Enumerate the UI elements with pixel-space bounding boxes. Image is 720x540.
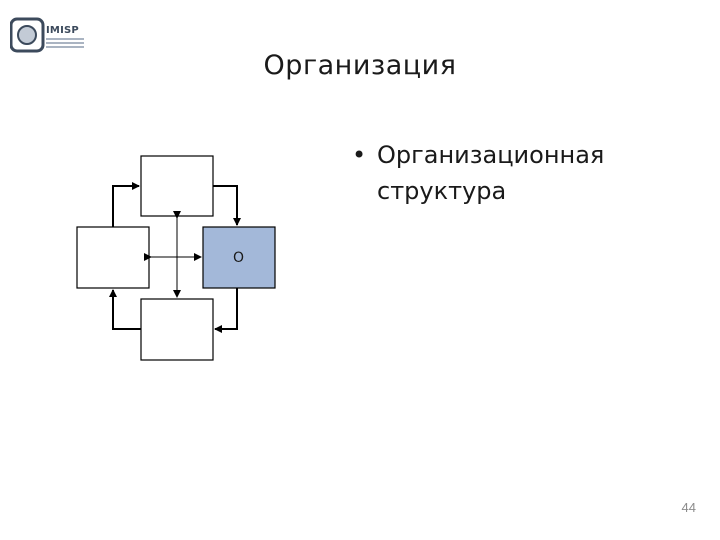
arrow-left-to-top	[112, 182, 140, 227]
center-box-label: O	[233, 250, 244, 266]
bottom-box	[140, 298, 214, 361]
bullet-marker: •	[352, 141, 367, 169]
arrow-center-to-bottom	[214, 288, 238, 333]
center-box	[202, 226, 276, 289]
logo-emblem-icon	[9, 17, 84, 53]
imisp-logo	[9, 16, 86, 54]
bullet-item-text: Организационная структура	[377, 141, 605, 205]
left-box	[76, 226, 150, 289]
arrow-top-to-center	[213, 185, 241, 226]
page-number: 44	[681, 500, 696, 515]
arrow-bottom-to-left	[109, 289, 141, 330]
top-box	[140, 155, 214, 217]
slide-title: Организация	[263, 50, 457, 81]
logo-text: IMISP	[46, 25, 79, 36]
